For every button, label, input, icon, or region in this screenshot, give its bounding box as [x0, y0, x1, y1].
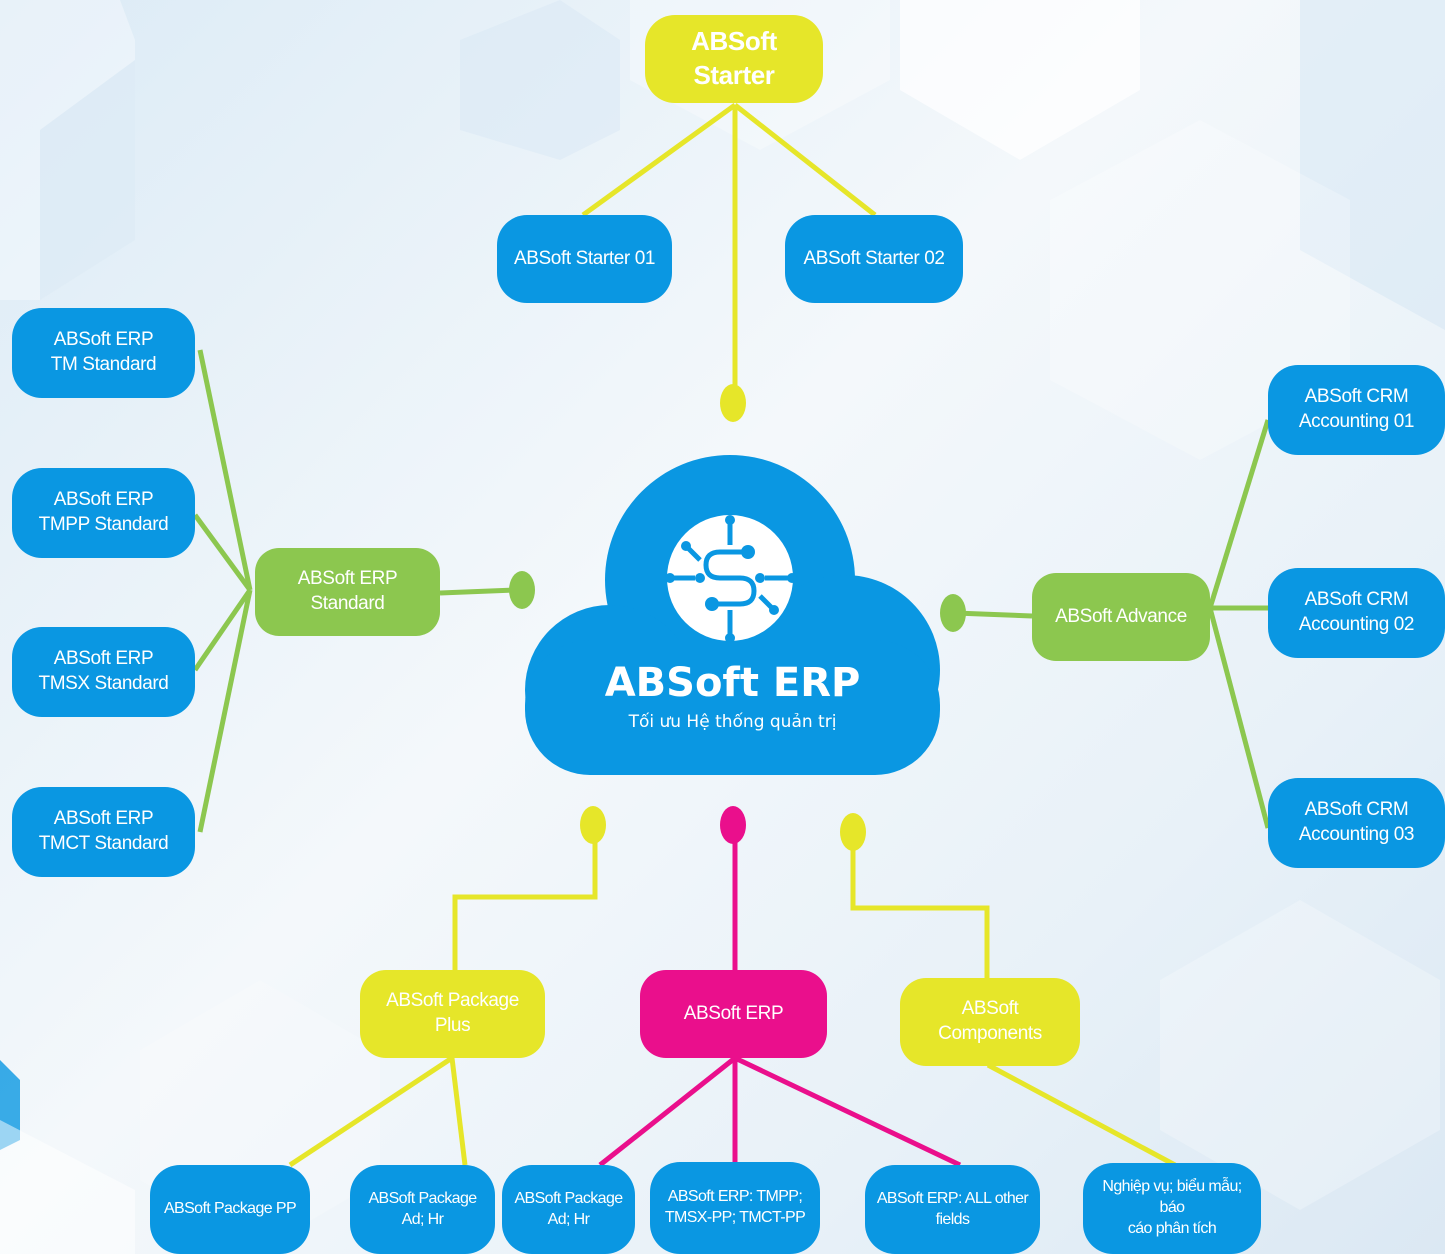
node-package-plus[interactable]: ABSoft Package Plus: [360, 970, 545, 1058]
connector-dot-bottom-center: [720, 806, 746, 844]
center-subtitle: Tối ưu Hệ thống quản trị: [628, 712, 837, 732]
connector-dot-bottom-right: [840, 813, 866, 851]
node-package-pp[interactable]: ABSoft Package PP: [150, 1165, 310, 1254]
node-erp-standard[interactable]: ABSoft ERP Standard: [255, 548, 440, 636]
node-absoft-components[interactable]: ABSoft Components: [900, 978, 1080, 1066]
node-starter-02[interactable]: ABSoft Starter 02: [785, 215, 963, 303]
node-package-ad-hr-plus[interactable]: ABSoft Package Ad; Hr: [350, 1165, 495, 1254]
connector-dot-left: [509, 571, 535, 609]
connector-dot-right: [940, 594, 966, 632]
connector-dot-top: [720, 384, 746, 422]
node-absoft-advance[interactable]: ABSoft Advance: [1032, 573, 1210, 661]
connector-dot-bottom-left: [580, 806, 606, 844]
node-erp-all-other-fields[interactable]: ABSoft ERP: ALL other fields: [865, 1165, 1040, 1254]
node-absoft-starter[interactable]: ABSoft Starter: [645, 15, 823, 103]
node-starter-01[interactable]: ABSoft Starter 01: [497, 215, 672, 303]
node-erp-tmpp-tmsx-tmct[interactable]: ABSoft ERP: TMPP;TMSX-PP; TMCT-PP: [650, 1162, 820, 1254]
network-logo-icon: [665, 515, 797, 643]
center-title: ABSoft ERP: [604, 660, 861, 706]
node-erp-package-ad-hr[interactable]: ABSoft Package Ad; Hr: [502, 1165, 635, 1254]
node-absoft-erp[interactable]: ABSoft ERP: [640, 970, 827, 1058]
